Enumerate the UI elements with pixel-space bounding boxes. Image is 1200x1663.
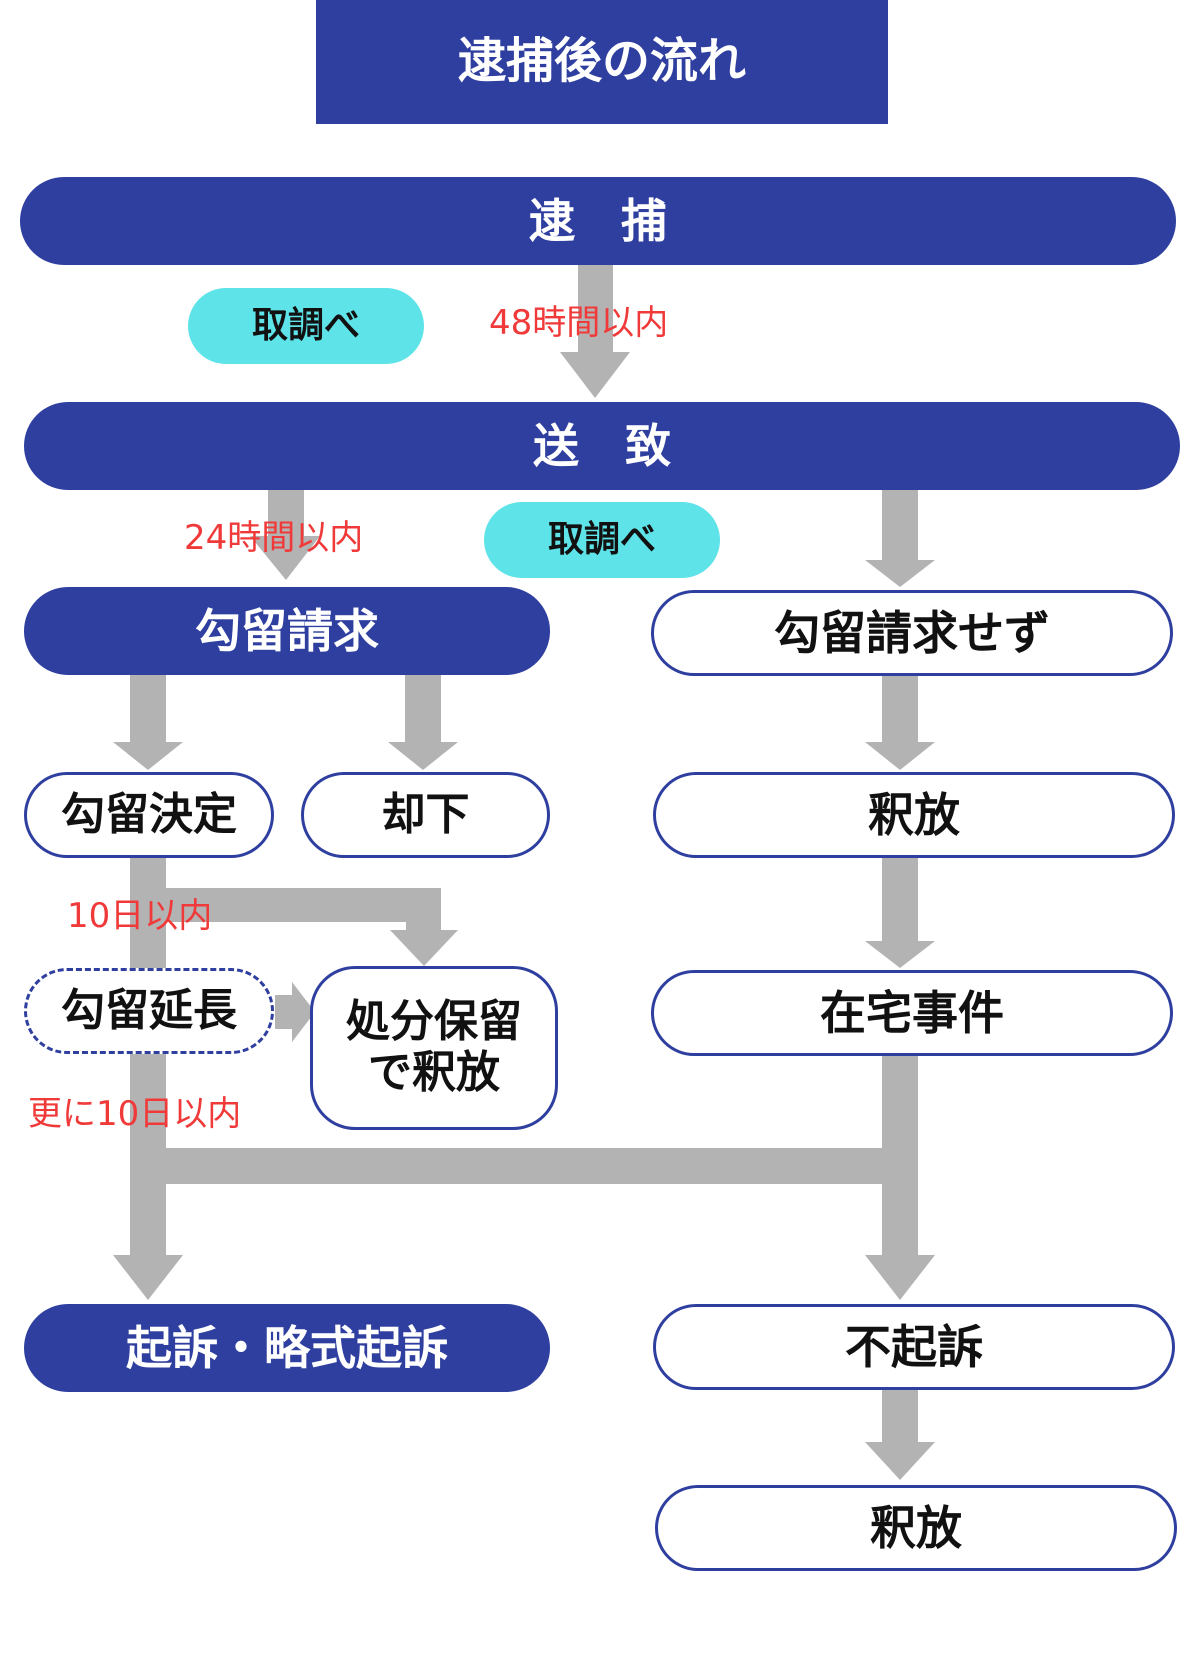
arrow-shaft bbox=[578, 262, 613, 352]
arrow-shaft bbox=[275, 995, 295, 1029]
arrowhead bbox=[390, 930, 458, 966]
node-at-home-case: 在宅事件 bbox=[651, 970, 1173, 1056]
arrow-shaft bbox=[148, 888, 441, 922]
node-detention-request: 勾留請求 bbox=[24, 587, 550, 675]
arrowhead bbox=[250, 536, 320, 580]
node-deferred-release-label: 処分保留 で釈放 bbox=[346, 996, 522, 1098]
node-prosecution-referral-label: 送 致 bbox=[533, 418, 671, 473]
arrowhead bbox=[865, 560, 935, 587]
node-release-2: 釈放 bbox=[655, 1485, 1177, 1571]
node-deferred-release: 処分保留 で釈放 bbox=[310, 966, 558, 1130]
note-within-24h: 24時間以内 bbox=[184, 518, 364, 558]
arrow-shaft bbox=[268, 488, 304, 536]
arrow-shaft bbox=[130, 670, 166, 742]
arrow-shaft bbox=[882, 1390, 918, 1442]
node-no-detention-request: 勾留請求せず bbox=[651, 590, 1173, 676]
node-detention-extension: 勾留延長 bbox=[24, 968, 274, 1054]
arrowhead bbox=[113, 1255, 183, 1300]
node-prosecution-referral: 送 致 bbox=[24, 402, 1180, 490]
arrowhead bbox=[560, 352, 630, 398]
arrow-shaft bbox=[882, 855, 918, 941]
node-arrest-label: 逮 捕 bbox=[529, 193, 667, 248]
node-non-indictment-label: 不起訴 bbox=[845, 1319, 983, 1374]
node-dismissal: 却下 bbox=[301, 772, 550, 858]
arrowhead bbox=[865, 742, 935, 770]
node-release-2-label: 釈放 bbox=[870, 1500, 962, 1555]
note-within-10d: 10日以内 bbox=[67, 896, 213, 936]
tag-interrogation-1: 取調べ bbox=[188, 288, 424, 364]
arrow-shaft bbox=[882, 1055, 918, 1255]
arrow-shaft bbox=[882, 488, 918, 560]
node-at-home-case-label: 在宅事件 bbox=[820, 985, 1004, 1040]
arrowhead bbox=[388, 742, 458, 770]
node-indictment: 起訴・略式起訴 bbox=[24, 1304, 550, 1392]
node-detention-decision: 勾留決定 bbox=[24, 772, 274, 858]
node-non-indictment: 不起訴 bbox=[653, 1304, 1175, 1390]
arrowhead bbox=[865, 941, 935, 968]
note-further-10d: 更に10日以内 bbox=[28, 1094, 242, 1134]
arrowhead bbox=[865, 1442, 935, 1480]
page-title-text: 逮捕後の流れ bbox=[457, 33, 746, 90]
page-title: 逮捕後の流れ bbox=[316, 0, 888, 124]
tag-interrogation-2-label: 取調べ bbox=[547, 519, 656, 561]
arrow-shaft bbox=[405, 670, 441, 742]
arrow-shaft bbox=[406, 888, 441, 930]
node-no-detention-request-label: 勾留請求せず bbox=[774, 605, 1050, 660]
arrowhead bbox=[865, 1255, 935, 1300]
tag-interrogation-1-label: 取調べ bbox=[251, 305, 360, 347]
node-arrest: 逮 捕 bbox=[20, 177, 1176, 265]
node-release-1: 釈放 bbox=[653, 772, 1175, 858]
node-indictment-label: 起訴・略式起訴 bbox=[126, 1320, 448, 1375]
node-release-1-label: 釈放 bbox=[868, 787, 960, 842]
note-within-48h: 48時間以内 bbox=[489, 303, 669, 343]
tag-interrogation-2: 取調べ bbox=[484, 502, 720, 578]
node-detention-decision-label: 勾留決定 bbox=[61, 788, 237, 840]
node-detention-request-label: 勾留請求 bbox=[195, 603, 379, 658]
arrow-shaft bbox=[148, 1148, 900, 1184]
arrowhead bbox=[292, 982, 315, 1042]
node-detention-extension-label: 勾留延長 bbox=[61, 984, 237, 1036]
arrow-shaft bbox=[882, 670, 918, 742]
node-dismissal-label: 却下 bbox=[381, 788, 470, 840]
arrow-shaft bbox=[130, 855, 166, 1255]
arrowhead bbox=[113, 742, 183, 770]
